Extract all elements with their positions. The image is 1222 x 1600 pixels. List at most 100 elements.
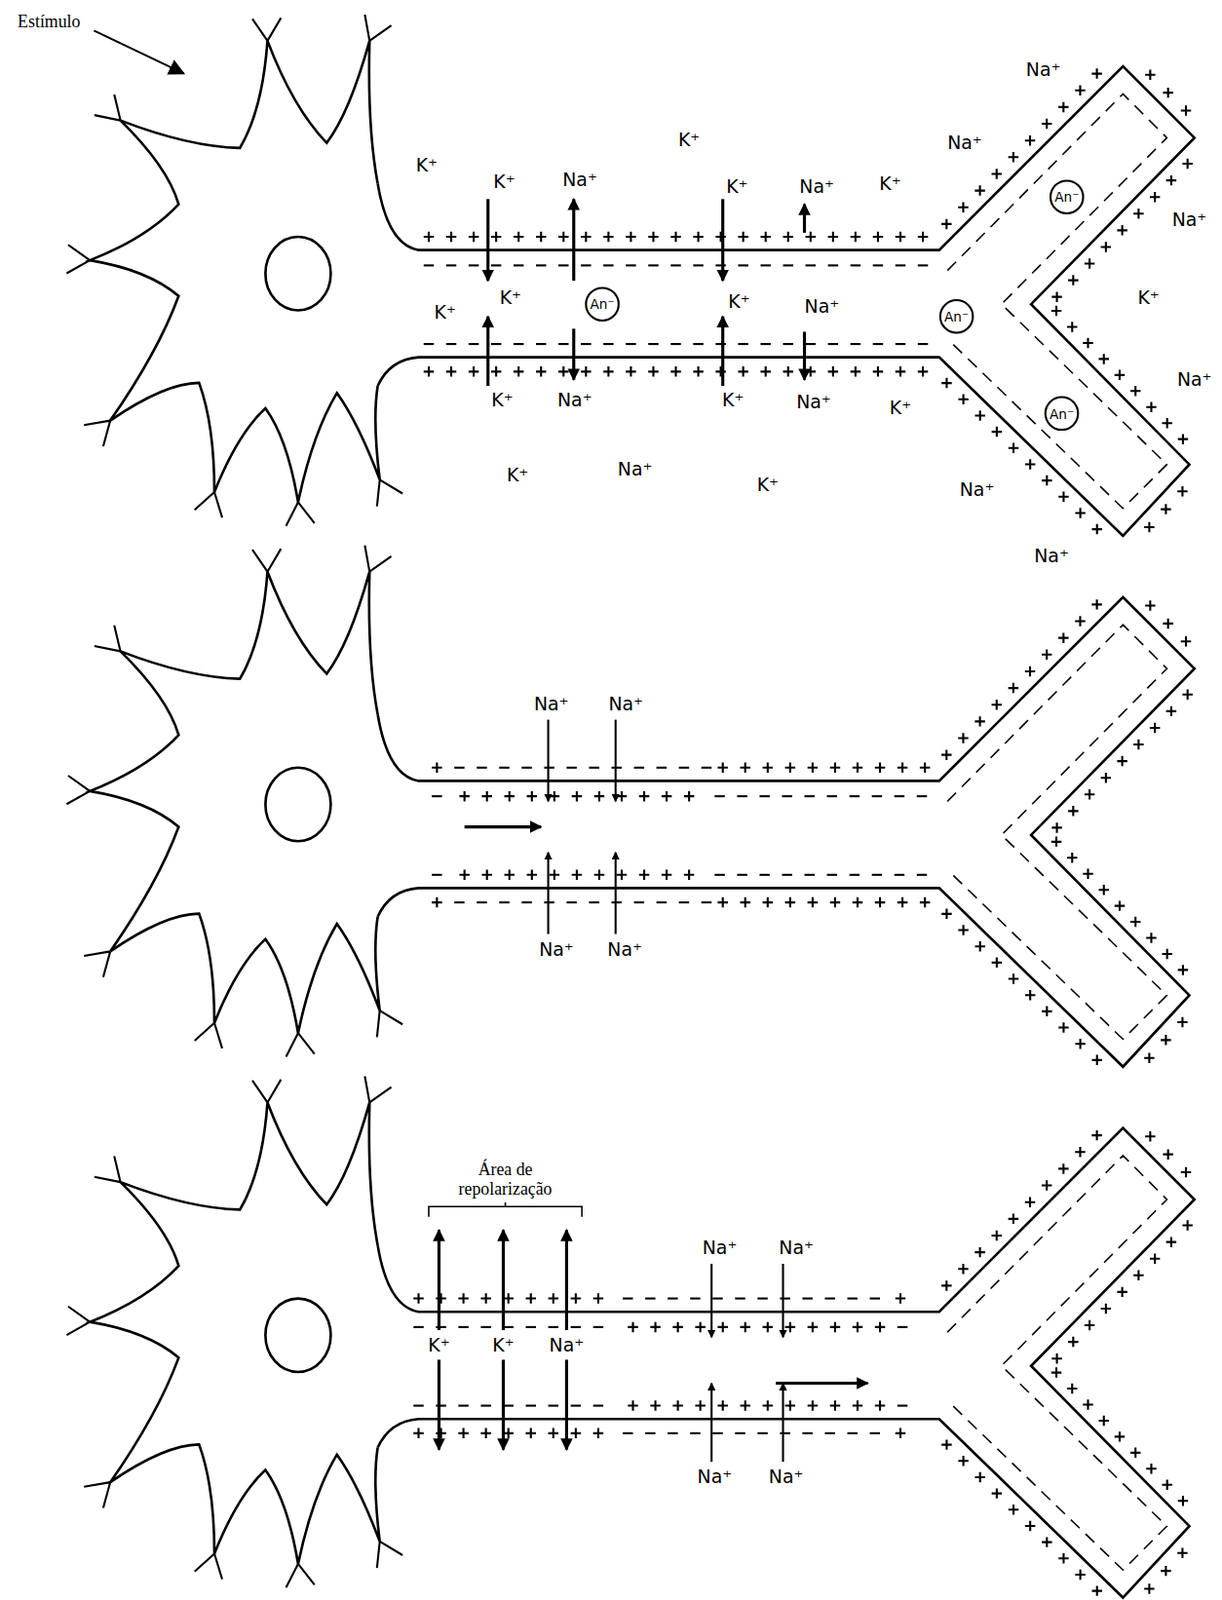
plus-charge <box>1178 964 1188 975</box>
dendrite-branch <box>194 492 223 518</box>
plus-charge <box>423 366 434 377</box>
minus-charge <box>558 343 569 345</box>
ion-flow-arrow <box>721 316 725 386</box>
minus-charge <box>801 1298 812 1300</box>
minus-charge <box>670 343 681 345</box>
plus-charge <box>549 870 560 880</box>
minus-charge <box>805 343 816 345</box>
plus-charge <box>413 1293 423 1303</box>
minus-charge <box>588 766 599 769</box>
plus-charge <box>717 763 727 773</box>
plus-charge <box>491 366 501 377</box>
plus-charge <box>1051 1367 1062 1377</box>
cell-body <box>89 572 381 1034</box>
plus-charge <box>1149 723 1160 733</box>
plus-charge <box>1161 1479 1172 1490</box>
plus-charge <box>992 1230 1002 1241</box>
dendrite-branch <box>66 775 90 804</box>
ion-flow-arrow <box>501 1359 505 1450</box>
minus-charge <box>894 874 905 877</box>
plus-charge <box>975 410 986 421</box>
plus-charge <box>1074 1569 1085 1580</box>
plus-charge <box>850 366 861 377</box>
ion-flow-arrow <box>464 825 542 829</box>
plus-charge <box>1025 666 1035 677</box>
ion-label: Na⁺ <box>562 169 598 191</box>
ion-label: Na⁺ <box>796 391 832 413</box>
anion-circle: An⁻ <box>584 286 620 322</box>
minus-charge <box>804 795 815 798</box>
ion-label: K⁺ <box>492 1335 514 1356</box>
minus-charge <box>603 264 613 267</box>
plus-charge <box>535 366 546 377</box>
plus-charge <box>852 897 863 908</box>
minus-charge <box>480 1326 491 1329</box>
ion-label: Na⁺ <box>617 459 653 481</box>
neuron <box>66 14 1194 536</box>
plus-charge <box>1067 852 1077 863</box>
minus-charge <box>580 343 591 345</box>
plus-charge <box>1051 291 1062 302</box>
minus-charge <box>645 1432 655 1435</box>
minus-charge <box>849 874 860 877</box>
plus-charge <box>895 1428 906 1439</box>
plus-charge <box>1092 524 1103 535</box>
plus-charge <box>1178 433 1188 444</box>
plus-charge <box>692 366 703 377</box>
plus-charge <box>431 763 442 773</box>
plus-charge <box>1101 241 1111 252</box>
plus-charge <box>625 366 636 377</box>
plus-charge <box>850 231 861 242</box>
plus-charge <box>571 1293 581 1303</box>
plus-charge <box>1144 522 1154 533</box>
dendrite-branch <box>66 1306 90 1336</box>
anion-text: An⁻ <box>1049 405 1074 421</box>
plus-charge <box>526 1293 536 1303</box>
minus-charge <box>689 1432 700 1435</box>
plus-charge <box>1177 1017 1187 1028</box>
minus-charge <box>458 1326 468 1329</box>
plus-charge <box>694 1400 705 1411</box>
plus-charge <box>1160 1565 1171 1576</box>
plus-charge <box>1058 1553 1069 1564</box>
plus-charge <box>1025 1196 1035 1207</box>
minus-charge <box>760 343 770 345</box>
plus-charge <box>1041 1180 1052 1190</box>
plus-charge <box>1082 868 1093 879</box>
plus-charge <box>875 1400 885 1411</box>
minus-charge <box>804 874 815 877</box>
dendrite-branch <box>252 1079 281 1104</box>
plus-charge <box>558 231 569 242</box>
dendrite-branch <box>364 545 391 573</box>
plus-charge <box>468 231 479 242</box>
plus-charge <box>1145 402 1156 413</box>
inner-charge-line <box>947 1155 1167 1570</box>
minus-charge <box>566 766 576 769</box>
plus-charge <box>1008 683 1019 693</box>
plus-charge <box>957 202 968 213</box>
plus-charge <box>1025 1521 1035 1531</box>
ion-flow-arrow <box>710 1263 713 1337</box>
plus-charge <box>526 1428 536 1439</box>
ion-label: K⁺ <box>725 176 748 197</box>
plus-charge <box>535 231 546 242</box>
minus-charge <box>894 795 905 798</box>
ion-flow-arrow <box>565 1229 569 1331</box>
minus-charge <box>897 1405 908 1408</box>
plus-charge <box>1041 475 1052 486</box>
plus-charge <box>1145 600 1155 611</box>
anion-text: An⁻ <box>944 308 969 325</box>
anion-circle: An⁻ <box>1049 179 1085 215</box>
plus-charge <box>1116 756 1127 766</box>
ion-label: Na⁺ <box>608 693 644 715</box>
plus-charge <box>992 1488 1002 1498</box>
minus-charge <box>692 343 703 345</box>
minus-charge <box>491 343 501 345</box>
plus-charge <box>648 366 658 377</box>
plus-charge <box>1162 87 1173 98</box>
plus-charge <box>1101 1303 1111 1314</box>
plus-charge <box>785 897 796 908</box>
minus-charge <box>498 766 509 769</box>
ion-flow-arrow <box>802 204 806 233</box>
plus-charge <box>1051 837 1062 847</box>
